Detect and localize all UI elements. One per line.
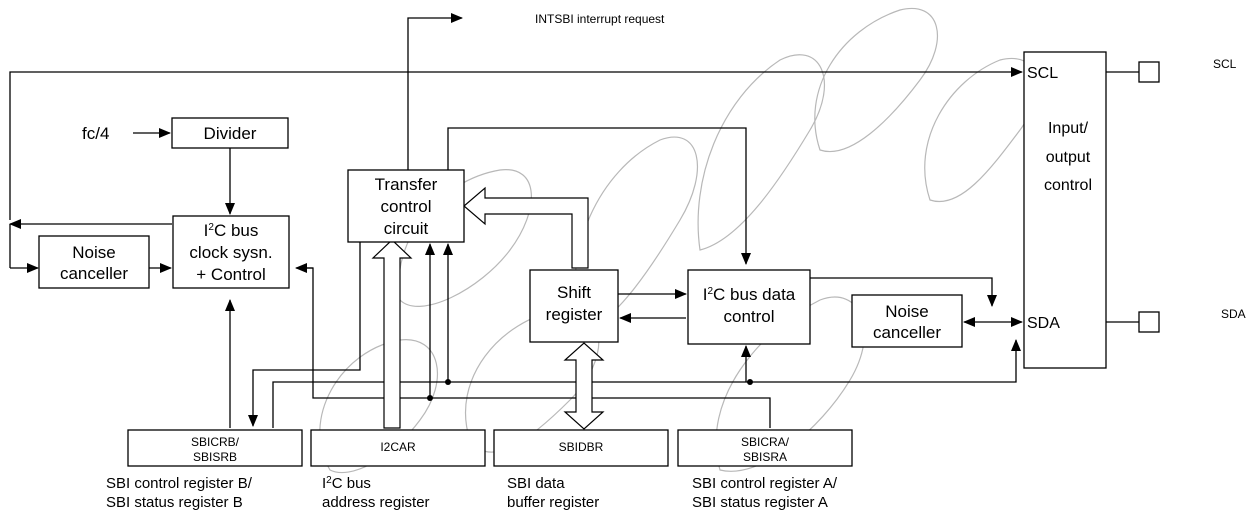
- fc4-label: fc/4: [82, 124, 109, 143]
- sbicrb-label-2: SBISRB: [193, 450, 237, 464]
- io-label-1: Input/: [1048, 120, 1089, 137]
- sbicrb-register-box: [127, 429, 303, 467]
- caption-b-1: SBI control register B/: [106, 475, 253, 492]
- i2c-data-label-2: control: [723, 307, 774, 326]
- noise-canceller-left-box: [38, 235, 150, 289]
- caption-a-1: SBI control register A/: [692, 475, 838, 492]
- shift-to-transfer-bus: [463, 186, 589, 269]
- caption-i2c-1: I2C bus: [322, 475, 371, 492]
- io-label-3: control: [1044, 177, 1092, 194]
- shift-register-box: [529, 269, 619, 343]
- caption-a-2: SBI status register A: [692, 494, 828, 511]
- i2car-label: I2CAR: [380, 440, 416, 454]
- noise-left-label-2: canceller: [60, 264, 128, 283]
- wiring: [9, 13, 1139, 428]
- noise-left-label-1: Noise: [72, 243, 115, 262]
- i2car-to-transfer-bus: [371, 239, 413, 429]
- shift-label-1: Shift: [557, 283, 591, 302]
- sda-pin-label: SDA: [1221, 307, 1246, 321]
- i2c-data-control-box: [687, 269, 811, 345]
- transfer-label-3: circuit: [384, 219, 429, 238]
- caption-b-2: SBI status register B: [106, 494, 243, 511]
- noise-canceller-right-box: [851, 294, 963, 348]
- shift-label-2: register: [546, 305, 603, 324]
- i2c-clock-label-1: I2C bus: [204, 221, 259, 240]
- divider-label: Divider: [204, 124, 257, 143]
- caption-buf-1: SBI data: [507, 475, 565, 492]
- sbicra-label-2: SBISRA: [743, 450, 787, 464]
- sbidbr-shift-bus: [563, 342, 605, 430]
- divider-box: [171, 117, 289, 149]
- noise-right-label-1: Noise: [885, 302, 928, 321]
- transfer-label-1: Transfer: [375, 175, 438, 194]
- i2c-clock-label-3: + Control: [196, 265, 265, 284]
- sbicrb-label-1: SBICRB/: [191, 435, 240, 449]
- sbidbr-label: SBIDBR: [559, 440, 604, 454]
- bus-arrows: [371, 186, 605, 430]
- noise-right-label-2: canceller: [873, 323, 941, 342]
- sbidbr-register-box: [493, 429, 669, 467]
- sbicra-register-box: [677, 429, 853, 467]
- sda-pin: [1138, 311, 1160, 333]
- io-control-box: [1023, 51, 1107, 369]
- i2car-register-box: [310, 429, 486, 467]
- caption-buf-2: buffer register: [507, 494, 599, 511]
- io-scl-label: SCL: [1027, 65, 1058, 82]
- transfer-label-2: control: [380, 197, 431, 216]
- sbicra-label-1: SBICRA/: [741, 435, 790, 449]
- intsbi-label: INTSBI interrupt request: [535, 12, 665, 26]
- i2c-clock-control-box: [172, 215, 290, 289]
- io-label-2: output: [1046, 149, 1091, 166]
- scl-pin-label: SCL: [1213, 57, 1237, 71]
- scl-pin: [1138, 61, 1160, 83]
- transfer-control-box: [347, 169, 465, 243]
- io-sda-label: SDA: [1027, 315, 1060, 332]
- i2c-data-label-1: I2C bus data: [703, 285, 796, 304]
- i2c-clock-label-2: clock sysn.: [189, 243, 272, 262]
- caption-i2c-2: address register: [322, 494, 430, 511]
